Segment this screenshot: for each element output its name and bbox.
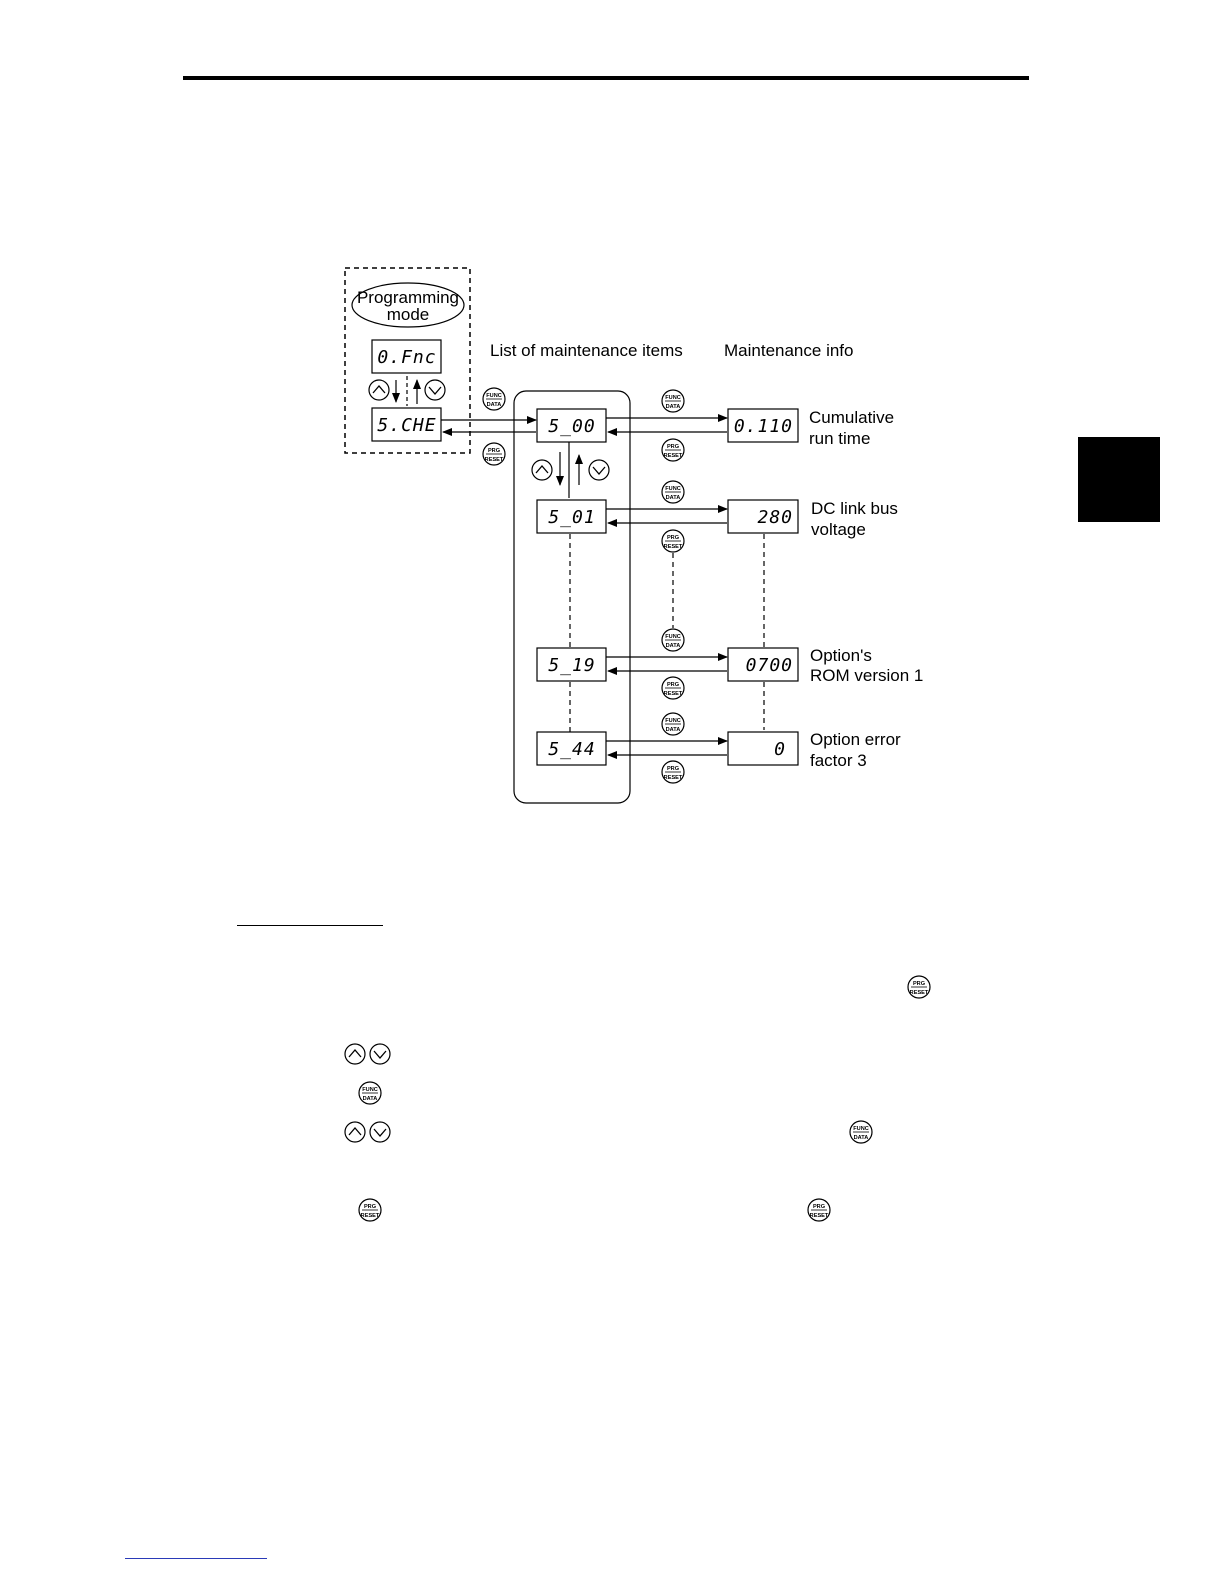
svg-text:DATA: DATA — [666, 727, 681, 733]
svg-text:DATA: DATA — [854, 1135, 869, 1141]
up-key-icon — [344, 1043, 366, 1065]
prg-reset-key-icon: PRG RESET — [661, 438, 685, 462]
svg-text:PRG: PRG — [364, 1204, 376, 1210]
svg-text:DATA: DATA — [487, 402, 502, 408]
programming-mode-ellipse — [351, 282, 465, 328]
value-2 — [727, 647, 799, 682]
maintenance-list-container — [513, 390, 631, 804]
display-5-44-text: 5_44 — [548, 739, 595, 760]
value-3-text: 0 — [774, 739, 786, 760]
display-5-01-text: 5_01 — [548, 507, 595, 528]
svg-text:FUNC: FUNC — [362, 1087, 378, 1093]
programming-mode-title-2: mode — [387, 305, 430, 324]
value-1-text: 280 — [757, 507, 793, 528]
svg-text:RESET: RESET — [664, 775, 683, 781]
prg-reset-key-icon: PRG RESET — [907, 975, 931, 999]
svg-text:PRG: PRG — [667, 535, 679, 541]
func-data-key-icon: FUNC DATA — [661, 480, 685, 504]
display-5-00 — [536, 408, 607, 443]
item-0-label-2: run time — [809, 429, 870, 448]
up-key-icon — [368, 379, 390, 401]
svg-text:RESET: RESET — [664, 691, 683, 697]
svg-text:DATA: DATA — [666, 404, 681, 410]
func-data-key-icon: FUNC DATA — [661, 712, 685, 736]
svg-text:FUNC: FUNC — [665, 395, 681, 401]
prg-reset-key-icon: PRG RESET — [661, 676, 685, 700]
svg-text:PRG: PRG — [488, 448, 500, 454]
display-5-01 — [536, 499, 607, 534]
item-2-label-2: ROM version 1 — [810, 666, 923, 685]
display-5-19-text: 5_19 — [548, 655, 595, 676]
display-5che — [371, 407, 442, 442]
header-rule — [183, 76, 1029, 80]
svg-text:RESET: RESET — [910, 990, 929, 996]
svg-text:PRG: PRG — [667, 444, 679, 450]
display-5-19 — [536, 647, 607, 682]
svg-text:FUNC: FUNC — [486, 393, 502, 399]
chapter-tab — [1078, 437, 1160, 522]
programming-mode-title-1: Programming — [357, 288, 459, 307]
svg-text:RESET: RESET — [485, 457, 504, 463]
prg-reset-key-icon: PRG RESET — [661, 760, 685, 784]
svg-text:DATA: DATA — [666, 643, 681, 649]
up-key-icon — [344, 1121, 366, 1143]
svg-text:DATA: DATA — [363, 1096, 378, 1102]
display-5-00-text: 5_00 — [548, 416, 595, 437]
prg-reset-key-icon: PRG RESET — [661, 529, 685, 553]
display-0fnc-text: 0.Fnc — [377, 347, 436, 368]
func-data-key-icon: FUNC DATA — [482, 387, 506, 411]
down-key-icon — [369, 1043, 391, 1065]
svg-text:RESET: RESET — [664, 544, 683, 550]
info-header: Maintenance info — [724, 341, 853, 360]
down-key-icon — [369, 1121, 391, 1143]
display-0fnc — [371, 339, 442, 374]
value-1 — [727, 499, 799, 534]
item-0-label-1: Cumulative — [809, 408, 894, 427]
svg-text:PRG: PRG — [667, 766, 679, 772]
svg-text:PRG: PRG — [913, 981, 925, 987]
list-header: List of maintenance items — [490, 341, 683, 360]
svg-text:DATA: DATA — [666, 495, 681, 501]
value-0-text: 0.110 — [734, 416, 793, 437]
section-underline — [237, 925, 383, 926]
prg-reset-key-icon: PRG RESET — [358, 1198, 382, 1222]
svg-text:PRG: PRG — [667, 682, 679, 688]
item-2-label-1: Option's — [810, 646, 872, 665]
svg-text:RESET: RESET — [361, 1213, 380, 1219]
svg-text:FUNC: FUNC — [665, 486, 681, 492]
value-3 — [727, 731, 799, 766]
display-5-44 — [536, 731, 607, 766]
svg-text:RESET: RESET — [810, 1213, 829, 1219]
item-1-label-1: DC link bus — [811, 499, 898, 518]
svg-text:PRG: PRG — [813, 1204, 825, 1210]
func-data-key-icon: FUNC DATA — [661, 628, 685, 652]
svg-text:FUNC: FUNC — [665, 634, 681, 640]
down-key-icon — [588, 459, 610, 481]
func-data-key-icon: FUNC DATA — [661, 389, 685, 413]
prg-reset-key-icon: PRG RESET — [482, 442, 506, 466]
item-1-label-2: voltage — [811, 520, 866, 539]
value-2-text: 0700 — [746, 655, 793, 676]
up-key-icon — [531, 459, 553, 481]
value-0 — [727, 408, 799, 443]
item-3-label-1: Option error — [810, 730, 901, 749]
programming-mode-box — [344, 267, 471, 454]
prg-reset-key-icon: PRG RESET — [807, 1198, 831, 1222]
svg-text:FUNC: FUNC — [665, 718, 681, 724]
down-key-icon — [424, 379, 446, 401]
svg-text:RESET: RESET — [664, 453, 683, 459]
func-data-key-icon: FUNC DATA — [849, 1120, 873, 1144]
footnote-underline — [125, 1558, 267, 1559]
display-5che-text: 5.CHE — [377, 415, 436, 436]
svg-text:FUNC: FUNC — [853, 1126, 869, 1132]
func-data-key-icon: FUNC DATA — [358, 1081, 382, 1105]
item-3-label-2: factor 3 — [810, 751, 867, 770]
